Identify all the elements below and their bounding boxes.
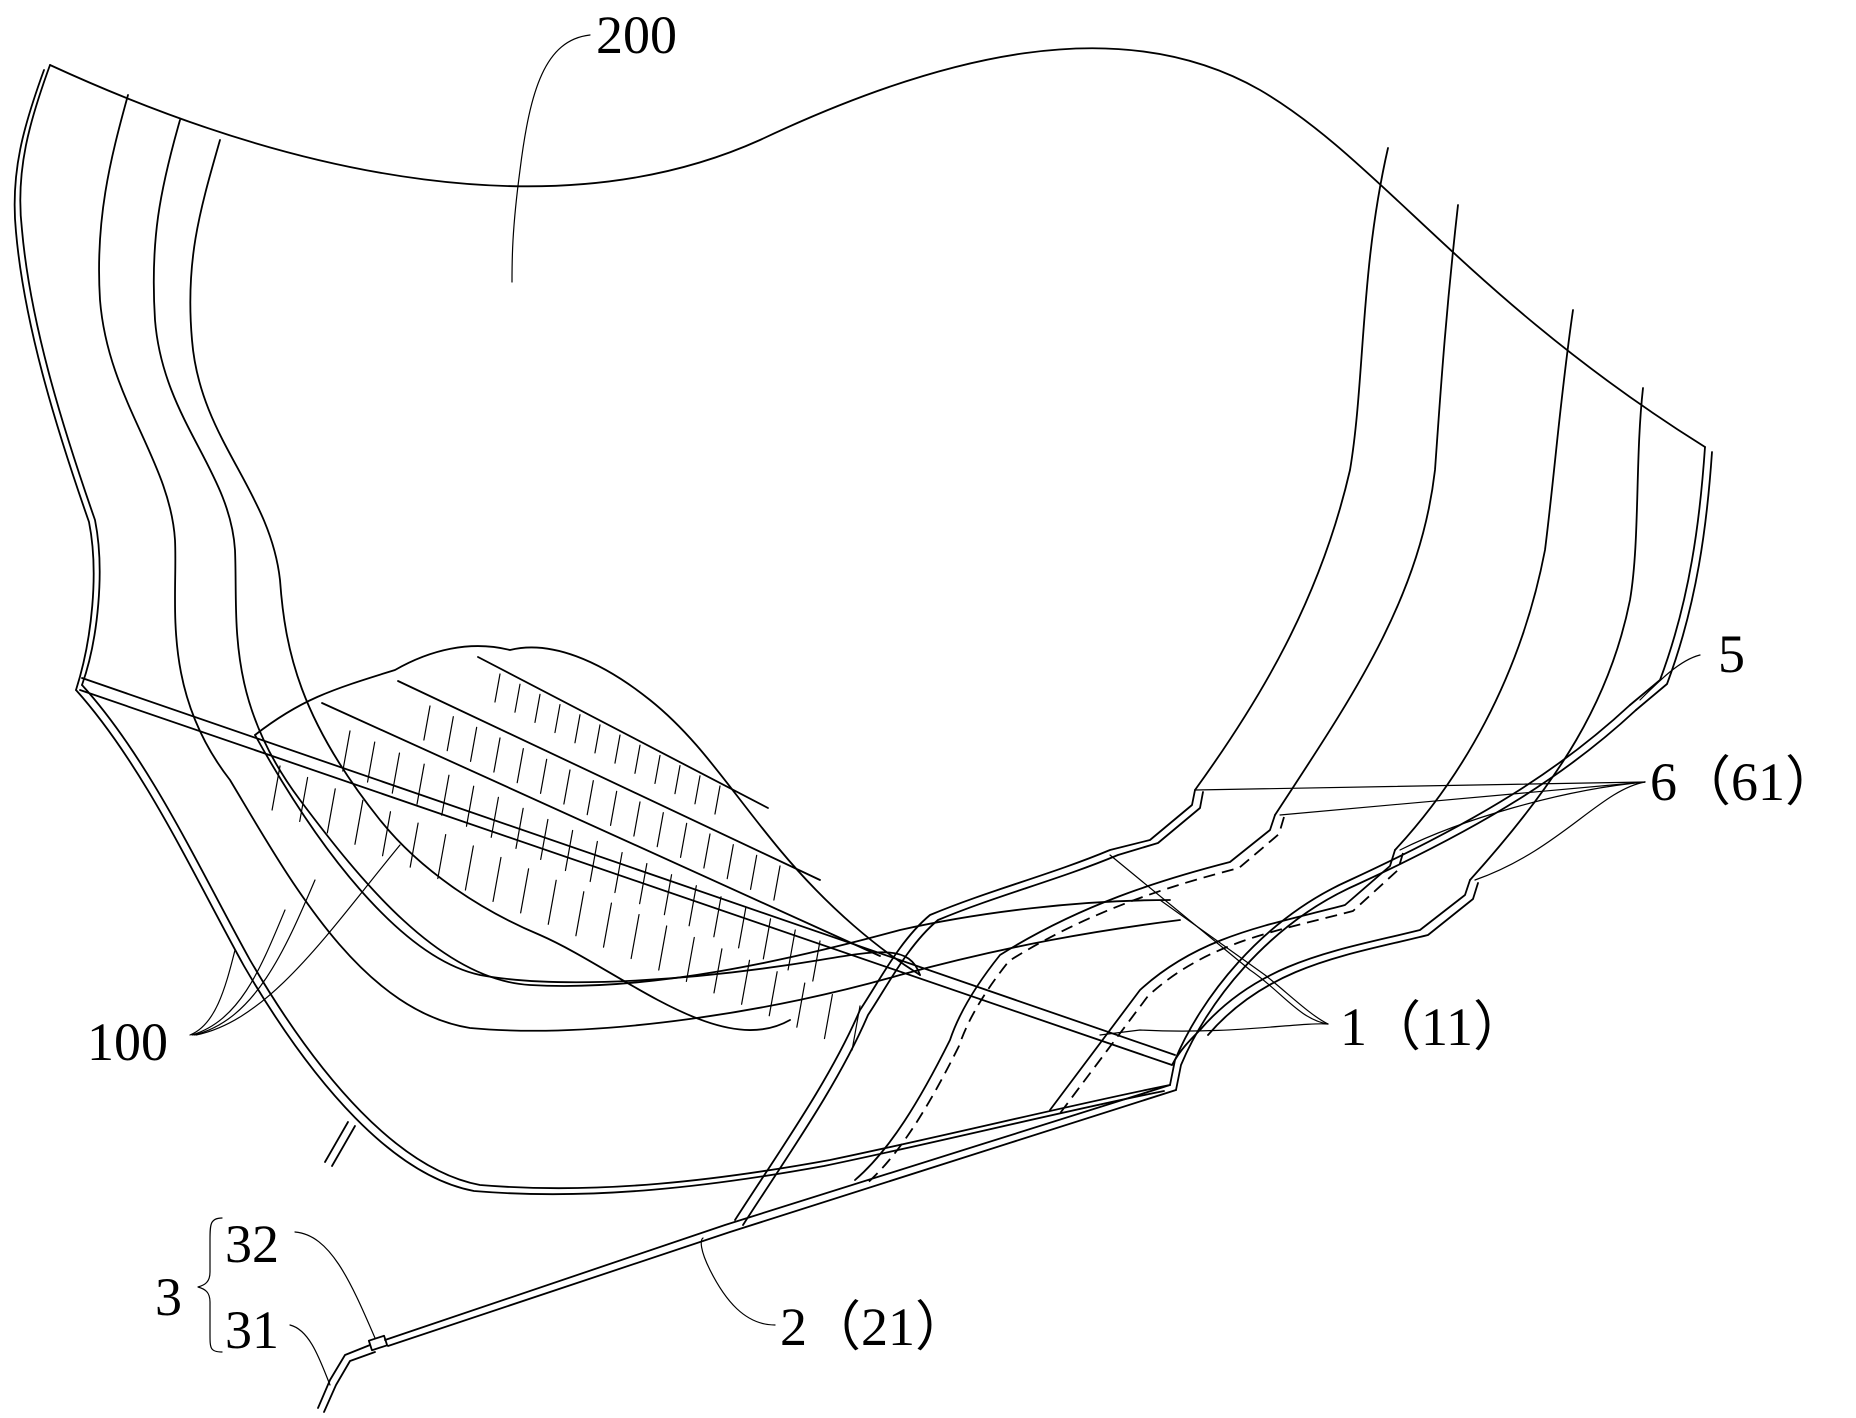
hatch-mark xyxy=(381,811,392,857)
hatch-mark xyxy=(654,754,661,785)
hatch-mark xyxy=(658,925,668,971)
hatch-mark xyxy=(446,716,454,752)
hatch-mark xyxy=(554,703,561,734)
hatch-mark xyxy=(688,885,697,927)
hatch-mark xyxy=(594,724,601,754)
hatch-mark xyxy=(574,714,581,744)
label-32: 32 xyxy=(225,1214,279,1274)
hatch-mark xyxy=(540,818,549,861)
hatch-mark xyxy=(796,982,806,1028)
hatch-mark xyxy=(366,741,376,783)
hatch-mark xyxy=(812,940,821,982)
hatch-mark xyxy=(713,896,722,938)
hatch-mark xyxy=(586,780,594,816)
hatch-mark xyxy=(602,902,613,948)
label-2-21: 2（21） xyxy=(780,1297,969,1357)
hatch-mark xyxy=(539,758,548,794)
hatch-mark xyxy=(342,730,351,772)
terrain-outline xyxy=(13,47,1713,711)
hatch-mark xyxy=(354,799,364,845)
hatch-mark xyxy=(634,744,641,774)
hatch-mark xyxy=(575,891,585,937)
hatch-mark xyxy=(713,948,723,994)
hatch-mark xyxy=(773,865,781,901)
hatch-mark xyxy=(674,765,681,795)
hatch-mark xyxy=(271,765,281,811)
hatch-mark xyxy=(441,774,450,816)
hatch-mark xyxy=(726,844,734,880)
hatch-mark xyxy=(416,763,425,805)
hatch-mark xyxy=(685,936,695,983)
hatch-mark xyxy=(423,705,431,741)
hatch-mark xyxy=(589,840,598,883)
hatch-mark xyxy=(409,822,419,868)
label-100: 100 xyxy=(87,1012,168,1072)
label-1-11: 1（11） xyxy=(1340,997,1527,1057)
hatch-mark xyxy=(609,790,618,826)
hatch-mark xyxy=(326,788,336,834)
hatch-mark xyxy=(391,752,401,794)
hatch-mark xyxy=(656,812,664,848)
leader-lines xyxy=(189,34,1701,1386)
hatch-mark xyxy=(299,776,309,823)
hatch-mark xyxy=(520,868,530,914)
hatch-mark xyxy=(492,856,502,903)
hatch-mark xyxy=(749,854,758,890)
hatch-mark xyxy=(464,845,474,891)
hatch-mark xyxy=(614,734,621,764)
hatch-mark xyxy=(694,775,701,805)
label-31: 31 xyxy=(225,1300,279,1360)
hatch-mark xyxy=(679,822,688,858)
hatch-mark xyxy=(514,683,521,713)
hatch-mark xyxy=(547,879,557,925)
hatch-mark xyxy=(633,801,641,837)
waste-pile-100 xyxy=(254,645,921,1051)
label-200: 200 xyxy=(596,5,677,65)
hatch-mark xyxy=(516,748,524,784)
label-6-61: 6（61） xyxy=(1650,752,1839,812)
hatch-mark xyxy=(787,929,796,971)
hatch-mark xyxy=(437,833,447,880)
hatch-mark xyxy=(762,918,772,960)
hatch-marks xyxy=(271,673,861,1051)
label-3: 3 xyxy=(155,1267,182,1327)
hatch-mark xyxy=(703,833,711,869)
cross-road xyxy=(79,677,1176,1066)
hatch-mark xyxy=(630,913,640,960)
hatch-mark xyxy=(490,796,500,838)
hatch-mark xyxy=(768,971,778,1017)
hatch-mark xyxy=(465,785,475,827)
collector-line-2 xyxy=(75,684,1177,1347)
hatch-mark xyxy=(493,737,501,773)
hatch-mark xyxy=(563,769,571,805)
outlet-3 xyxy=(317,1334,389,1413)
hatch-mark xyxy=(737,907,747,949)
hatch-mark xyxy=(469,726,478,762)
hatch-mark xyxy=(534,693,541,723)
hatch-mark xyxy=(494,673,501,703)
label-5: 5 xyxy=(1718,624,1745,684)
hatch-mark xyxy=(714,785,721,815)
hatch-mark xyxy=(741,959,751,1005)
drain-channels xyxy=(734,704,1637,1226)
labels: 200 100 5 6（61） 1（11） 2（21） 3 32 31 xyxy=(87,5,1839,1360)
contour-lines xyxy=(98,94,1644,1032)
hatch-mark xyxy=(564,829,574,872)
hatch-mark xyxy=(823,993,833,1040)
hatch-mark xyxy=(614,851,623,894)
